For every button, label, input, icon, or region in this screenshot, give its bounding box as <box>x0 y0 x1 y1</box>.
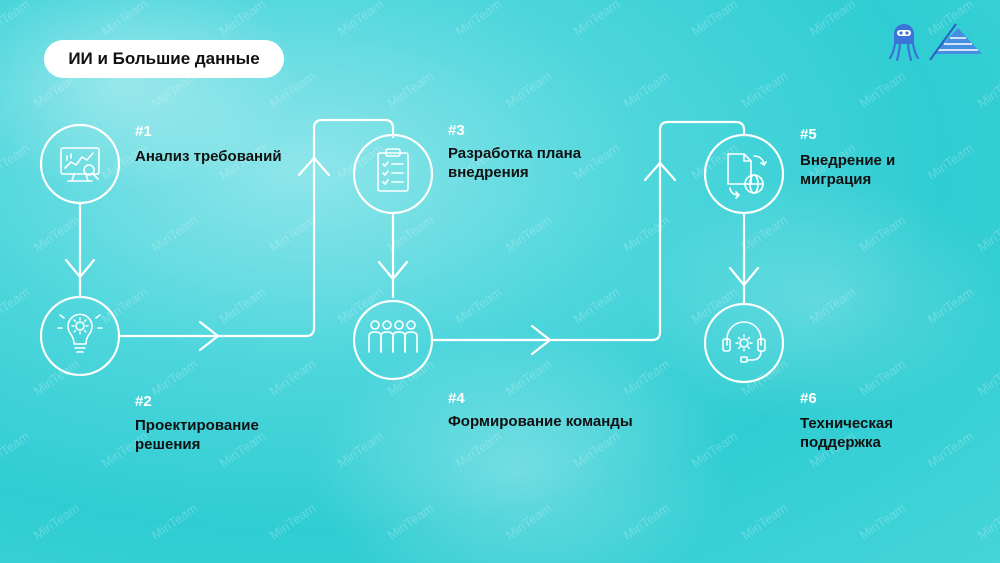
lightbulb-gear-icon <box>57 313 103 353</box>
step-4-label: Формирование команды <box>448 413 633 430</box>
partner-logos <box>888 23 982 62</box>
step-4-number: #4 <box>448 390 465 407</box>
step-6-circle <box>703 302 785 384</box>
arrow-up-4 <box>643 161 677 182</box>
step-5-circle <box>703 133 785 215</box>
step-2-label: Проектирование решения <box>135 417 259 453</box>
clipboard-checklist-icon <box>377 148 409 192</box>
monitor-chart-icon <box>60 147 100 182</box>
octopus-logo-icon <box>888 24 920 62</box>
step-1-circle <box>39 123 121 205</box>
arrow-down-3 <box>377 260 409 281</box>
headset-gear-icon <box>722 321 766 363</box>
document-globe-icon <box>727 153 767 199</box>
step-3-number: #3 <box>448 122 465 139</box>
arrow-up-2 <box>297 156 331 177</box>
step-5-label: Внедрение и миграция <box>800 152 896 188</box>
step-4-circle <box>352 299 434 381</box>
step-5-number: #5 <box>800 126 817 143</box>
arrow-down-5 <box>728 266 760 287</box>
page-title-text: ИИ и Большие данные <box>68 49 260 68</box>
step-6-label: Техническая поддержка <box>800 415 893 451</box>
team-icon <box>368 320 418 353</box>
geometric-logo-icon <box>929 23 982 61</box>
connector-4-5 <box>431 120 746 342</box>
arrow-right-4 <box>530 324 552 356</box>
page-title: ИИ и Большие данные <box>44 40 284 78</box>
step-1-label: Анализ требований <box>135 148 282 165</box>
step-2-circle <box>39 295 121 377</box>
connector-2-3 <box>118 118 395 338</box>
step-3-circle <box>352 133 434 215</box>
step-6-number: #6 <box>800 390 817 407</box>
step-3-label: Разработка плана внедрения <box>448 145 582 181</box>
step-2-number: #2 <box>135 393 152 410</box>
step-1-number: #1 <box>135 123 152 140</box>
arrow-down-1 <box>64 258 96 279</box>
arrow-right-2 <box>198 320 220 352</box>
